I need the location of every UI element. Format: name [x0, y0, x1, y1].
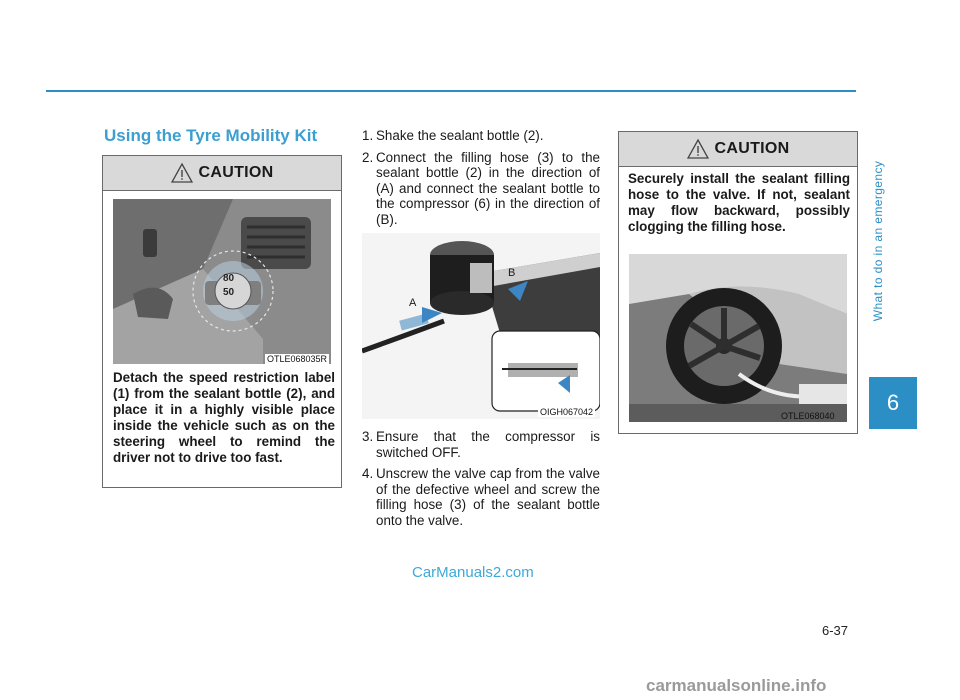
page-number: 6-37 [822, 623, 849, 638]
warning-triangle-icon [686, 139, 709, 159]
speed-label-illustration: 80 50 [113, 199, 331, 364]
step-number: 4. [362, 466, 374, 482]
step-number: 1. [362, 128, 374, 143]
steps-list-b: 3. Ensure that the compressor is switche… [362, 429, 600, 535]
image-code: OIGH067042 [538, 407, 596, 417]
step-text: Unscrew the valve cap from the valve of … [376, 466, 600, 528]
caution-text: Detach the speed restriction label (1) f… [113, 370, 335, 465]
step-item: 2. Connect the filling hose (3) to the s… [362, 150, 600, 228]
watermark-link[interactable]: CarManuals2.com [412, 564, 534, 581]
step-item: 3. Ensure that the compressor is switche… [362, 429, 600, 460]
sealant-kit-illustration: A B OIGH067042 [362, 233, 600, 419]
caution-text: Securely install the sealant filling hos… [628, 171, 850, 234]
step-item: 1. Shake the sealant bottle (2). [362, 128, 600, 144]
caution-header: CAUTION [619, 132, 857, 167]
speed-label-top-value: 80 [223, 273, 235, 284]
caution-header: CAUTION [103, 156, 341, 191]
step-item: 4. Unscrew the valve cap from the valve … [362, 466, 600, 528]
step-text: Ensure that the compressor is switched O… [376, 429, 600, 460]
image-code: OTLE068040 [781, 411, 835, 421]
wheel-image [629, 254, 847, 422]
chapter-number-badge: 6 [869, 377, 917, 429]
caution-box-speed-label: CAUTION 80 50 OTLE068035R Detach the spe… [102, 155, 342, 488]
section-title: Using the Tyre Mobility Kit [104, 126, 318, 145]
dashboard-image [113, 199, 331, 364]
warning-triangle-icon [170, 163, 193, 183]
header-rule [46, 90, 856, 92]
direction-label-b: B [508, 267, 516, 279]
chapter-side-tab: What to do in an emergency [869, 110, 887, 372]
step-text: Connect the filling hose (3) to the seal… [376, 149, 600, 227]
direction-label-a: A [409, 297, 417, 309]
image-code: OTLE068035R [265, 354, 330, 364]
caution-label: CAUTION [714, 140, 790, 157]
speed-label-bottom-value: 50 [223, 287, 235, 298]
caution-box-filling-hose: CAUTION Securely install the sealant fil… [618, 131, 858, 434]
step-text: Shake the sealant bottle (2). [376, 128, 544, 143]
step-number: 2. [362, 149, 374, 165]
steps-list-a: 1. Shake the sealant bottle (2). 2. Conn… [362, 128, 600, 234]
step-number: 3. [362, 429, 374, 444]
watermark-footer: carmanualsonline.info [646, 676, 827, 695]
chapter-title: What to do in an emergency [871, 160, 885, 322]
sealant-kit-image [362, 233, 600, 419]
caution-label: CAUTION [198, 164, 274, 181]
wheel-illustration: OTLE068040 [629, 254, 847, 422]
